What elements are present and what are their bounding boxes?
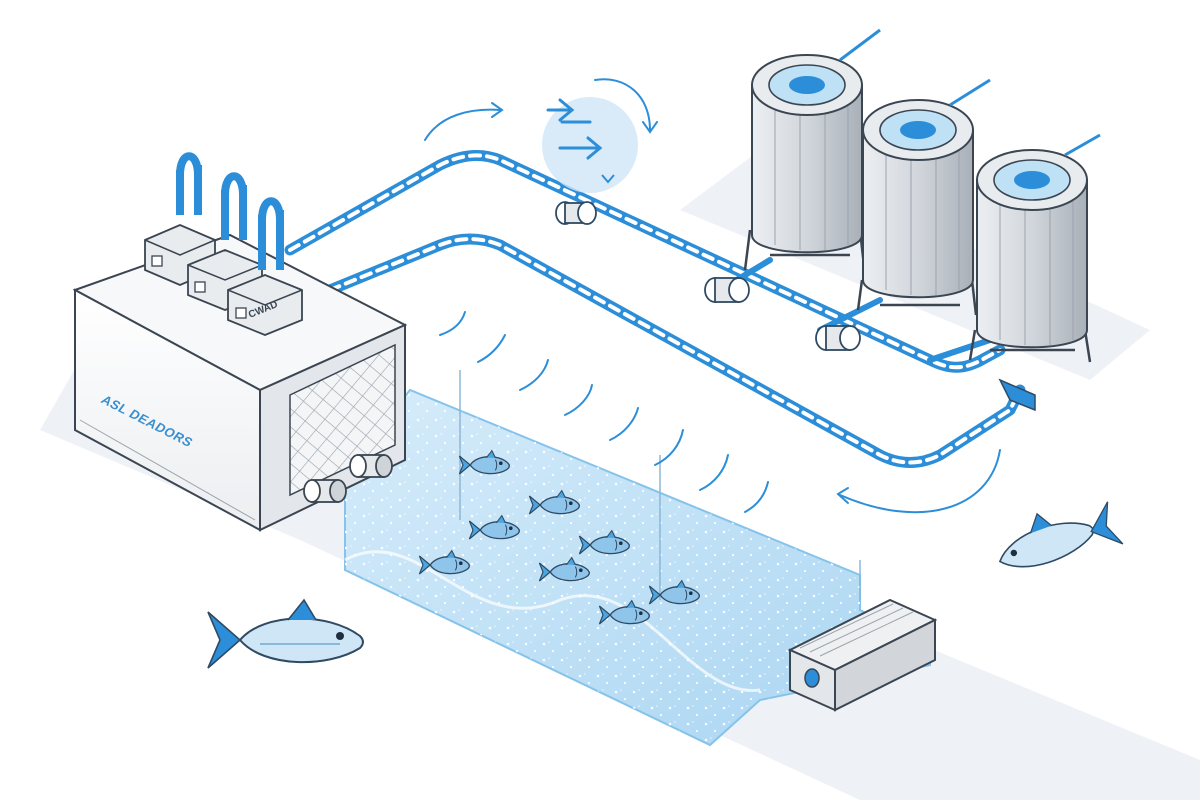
flow-arrow [424, 78, 1001, 514]
aeration-bubble-icon [542, 97, 638, 193]
outlet-valve [303, 454, 393, 503]
pipe-elbow [998, 378, 1036, 412]
water-jet-icons [439, 311, 769, 513]
pipe-lower [324, 233, 1026, 468]
sump-box [787, 598, 938, 712]
pipe-valve [704, 277, 750, 303]
fish-icon [998, 501, 1124, 568]
pump-module: CWAD [227, 197, 303, 336]
pipe-upper [284, 150, 1006, 373]
fish-icon [207, 598, 364, 669]
storage-tank [968, 133, 1101, 363]
pipe-valve [555, 201, 597, 225]
pipe-valve [815, 325, 861, 351]
fish-pool [344, 370, 931, 747]
storage-tank [856, 78, 991, 316]
storage-tank [743, 28, 881, 276]
